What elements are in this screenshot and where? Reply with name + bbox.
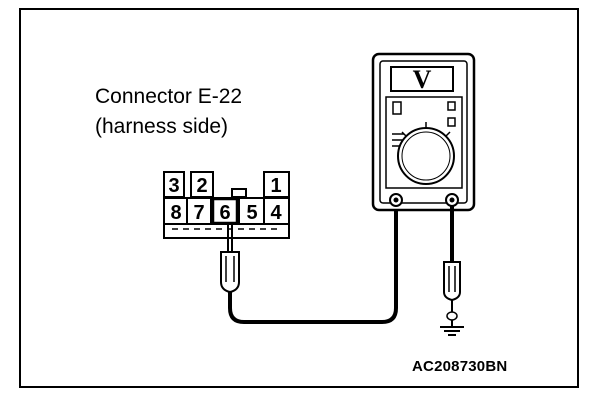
connector-body xyxy=(163,223,290,239)
pin-label-6: 6 xyxy=(219,202,230,224)
lead-positive xyxy=(228,206,398,324)
connector-title: Connector E-22 xyxy=(95,85,243,108)
meter-face-panel xyxy=(385,96,463,189)
meter-button xyxy=(447,101,456,111)
ground-icon xyxy=(440,320,464,336)
meter-dial xyxy=(397,127,455,185)
probe-positive xyxy=(220,224,240,294)
meter-switch xyxy=(392,101,402,115)
pin-label-5: 5 xyxy=(246,202,257,224)
meter-display-symbol: V xyxy=(413,65,432,94)
diagram-frame xyxy=(19,8,579,388)
meter-button xyxy=(447,117,456,127)
meter-display xyxy=(390,66,454,92)
pin-label-3: 3 xyxy=(168,175,179,197)
pin-label-4: 4 xyxy=(270,202,282,224)
probe-negative xyxy=(443,261,461,321)
pin-label-8: 8 xyxy=(170,202,181,224)
pin-label-2: 2 xyxy=(196,175,207,197)
connector-e22: 3 2 1 8 7 6 5 4 xyxy=(163,171,290,239)
figure-code: AC208730BN xyxy=(412,358,508,375)
connector-lock-tab xyxy=(231,188,247,198)
pin-label-7: 7 xyxy=(193,202,204,224)
voltmeter: V xyxy=(371,52,476,212)
connector-side-label: (harness side) xyxy=(95,115,229,138)
pin-label-1: 1 xyxy=(270,175,281,197)
